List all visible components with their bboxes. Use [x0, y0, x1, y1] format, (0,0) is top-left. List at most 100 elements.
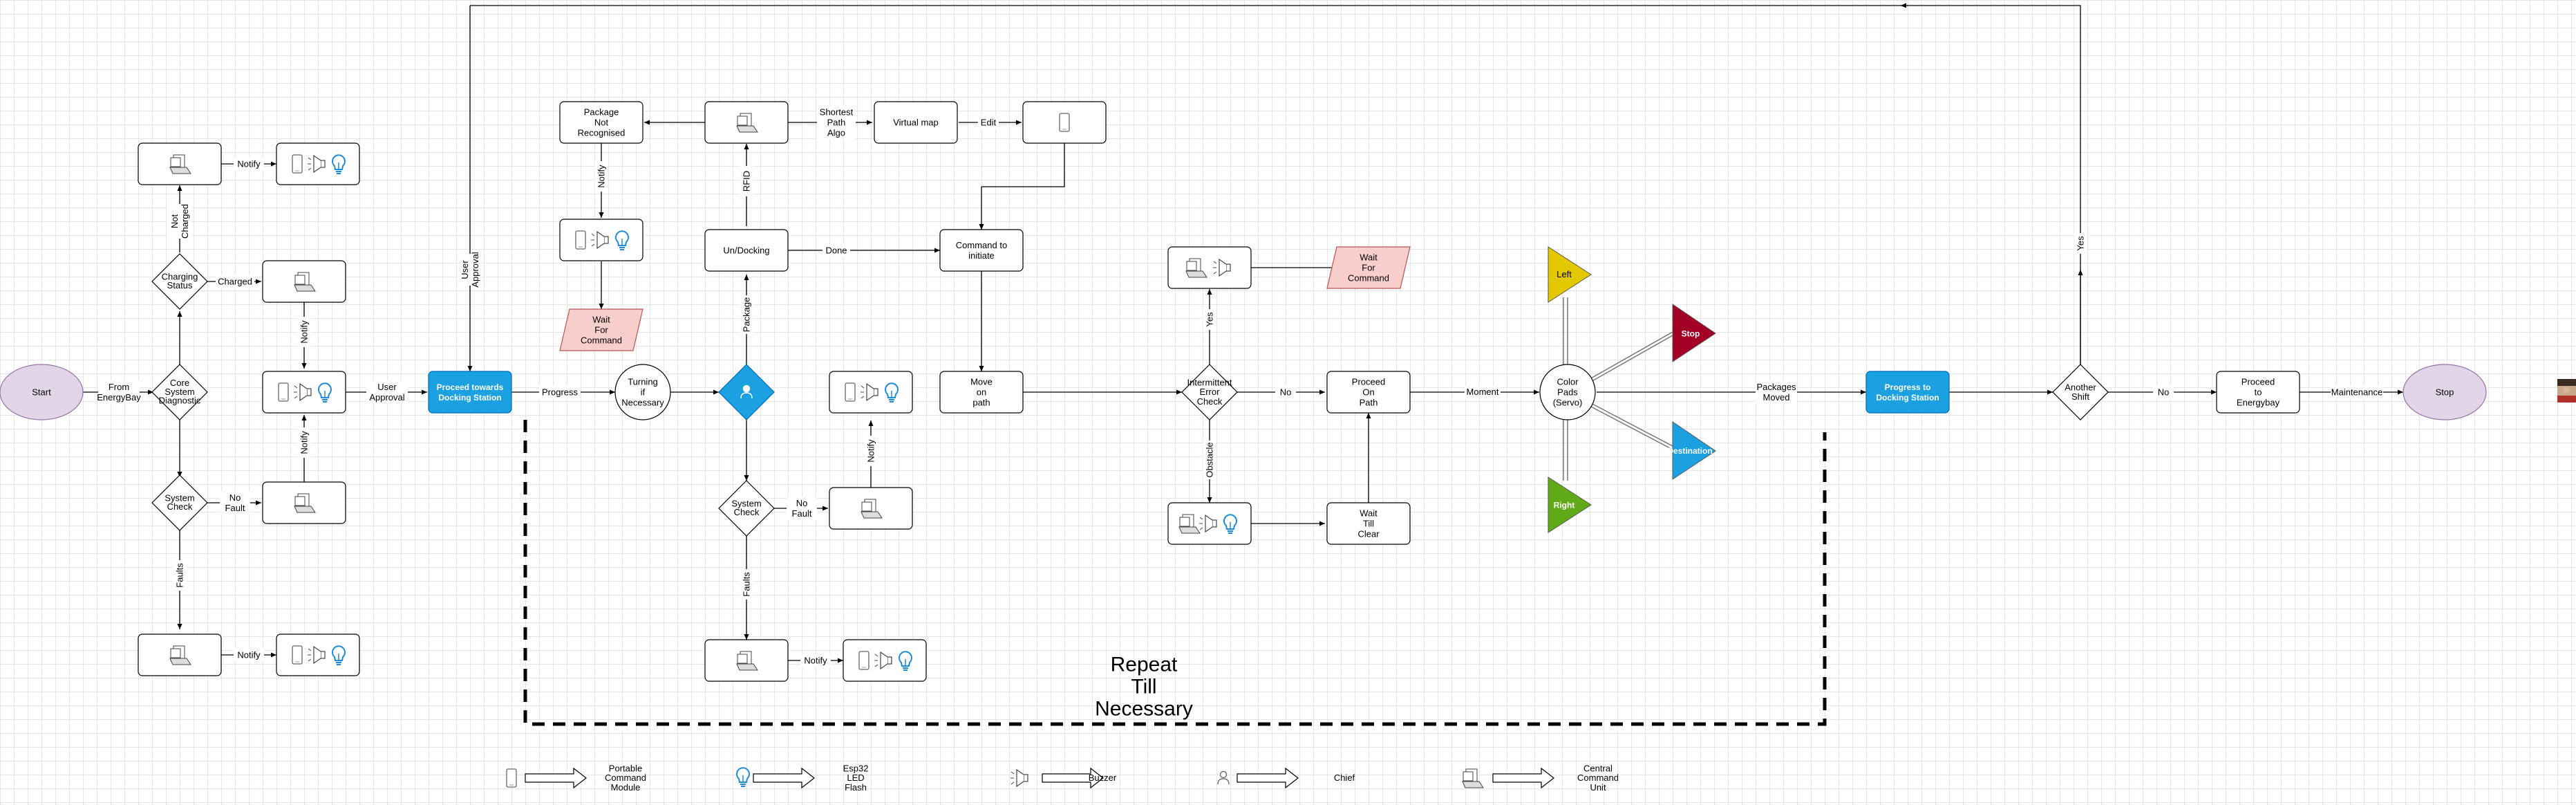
- system-check-left-diamond: [151, 474, 208, 531]
- not-charged-label: NotCharged: [168, 204, 191, 239]
- svg-text:Stop: Stop: [2436, 387, 2454, 398]
- stop-tri-label: Stop: [1682, 329, 1700, 339]
- yes-shift-label: Yes: [2074, 233, 2087, 254]
- svg-text:RFID: RFID: [742, 171, 752, 192]
- edge-shift-yes-loop: [1901, 5, 2081, 364]
- system-check-mid-diamond: [718, 480, 775, 537]
- intermittent-diamond: [1181, 364, 1238, 420]
- user-icon: [1217, 770, 1230, 785]
- edge-mobile-command: [981, 143, 1065, 187]
- undocking-box: [704, 229, 789, 272]
- faults-label: Faults: [173, 560, 187, 591]
- core-diagnostic-diamond: [151, 364, 208, 420]
- start-label: Start: [32, 387, 51, 398]
- notify-label-nofault: Notify: [297, 427, 311, 458]
- svg-text:Yes: Yes: [1205, 312, 1215, 327]
- mobile-icon: [506, 768, 517, 788]
- pad-link: [1589, 335, 1673, 383]
- mobile-icon: [575, 230, 586, 250]
- stop-label: Stop: [2436, 387, 2454, 398]
- svg-text:Notify: Notify: [237, 650, 261, 660]
- mobile-icon: [1059, 113, 1070, 132]
- svg-text:Un/Docking: Un/Docking: [723, 246, 769, 256]
- proceed-path-box: [1326, 371, 1411, 414]
- color-pads-circle: [1539, 364, 1596, 420]
- svg-text:Maintenance: Maintenance: [2331, 387, 2382, 398]
- svg-text:No: No: [1280, 387, 1292, 398]
- proceed-docking-button[interactable]: [428, 371, 512, 414]
- notify-label-top: Notify: [234, 157, 264, 171]
- wait-clear-box: [1326, 502, 1411, 545]
- alert-box-yes: [1167, 246, 1252, 289]
- mobile-icon: [845, 382, 856, 402]
- virtual-map-label: Virtual map: [893, 118, 939, 128]
- user-approval-v-label: UserApproval: [458, 252, 482, 288]
- svg-text:No: No: [2158, 387, 2170, 398]
- svg-text:Virtual map: Virtual map: [893, 118, 939, 128]
- progress-label: Progress: [539, 385, 581, 399]
- svg-text:Moment: Moment: [1467, 387, 1499, 397]
- svg-text:Notify: Notify: [596, 165, 607, 188]
- move-path-box: [939, 371, 1024, 414]
- legend-chief-label: Chief: [1334, 772, 1355, 783]
- package-label: Package: [740, 295, 753, 334]
- legend-arrow-chief: [1237, 767, 1299, 789]
- legend-arrow-led: [753, 767, 815, 789]
- no-shift-label: No: [2153, 385, 2174, 399]
- pad-link: [1589, 331, 1673, 380]
- legend-arrow-pcm: [525, 767, 587, 789]
- pad-link: [1589, 405, 1673, 450]
- no-label: No: [1275, 385, 1296, 399]
- left-triangle: [1548, 246, 1592, 303]
- start-terminal: [0, 364, 84, 420]
- svg-text:Destination: Destination: [1667, 446, 1712, 456]
- avatar-icon: [2557, 379, 2576, 402]
- notify-label-charged: Notify: [297, 317, 311, 347]
- destination-label: Destination: [1667, 446, 1712, 456]
- right-triangle: [1548, 476, 1592, 533]
- svg-text:NotCharged: NotCharged: [169, 204, 190, 239]
- progress-docking-button[interactable]: [1865, 371, 1950, 414]
- svg-text:Buzzer: Buzzer: [1089, 772, 1117, 783]
- mobile-icon: [858, 651, 869, 670]
- svg-text:Left: Left: [1557, 269, 1572, 279]
- left-label: Left: [1557, 269, 1572, 279]
- mobile-icon: [292, 154, 303, 174]
- undocking-label: Un/Docking: [723, 246, 769, 256]
- speaker-icon: [1010, 769, 1028, 787]
